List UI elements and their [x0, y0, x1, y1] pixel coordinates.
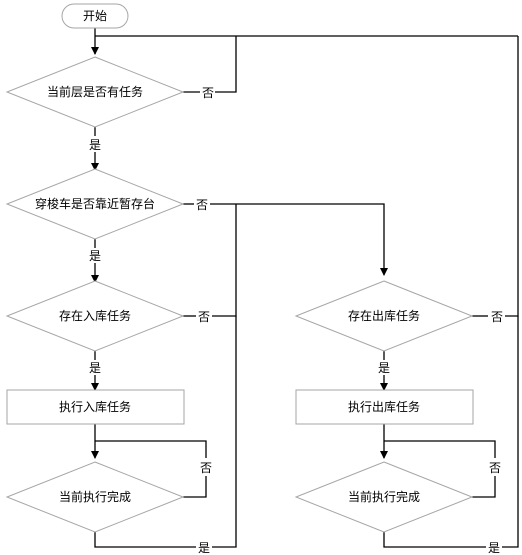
edge-d2-no-to-d5	[210, 203, 388, 276]
edge-d1-no-loop	[215, 36, 237, 93]
connectors	[91, 28, 519, 548]
edge-d4-no-loop-b	[95, 440, 207, 458]
shapes	[5, 3, 474, 533]
start-label: 开始	[83, 9, 107, 23]
decision-d3-shape	[5, 280, 185, 352]
label-d5-no: 否	[491, 310, 503, 324]
label-d6-yes: 是	[488, 541, 500, 555]
decision-d1-shape	[5, 56, 185, 128]
label-d2-no: 否	[196, 198, 208, 212]
label-d1-no: 否	[202, 86, 214, 100]
decision-d6-label: 当前执行完成	[348, 489, 420, 504]
edge-d4-yes	[94, 532, 196, 548]
label-d1-yes: 是	[89, 138, 101, 152]
decision-d2-label: 穿梭车是否靠近暂存台	[35, 196, 155, 211]
label-d6-no: 否	[489, 461, 501, 475]
label-d4-no: 否	[200, 461, 212, 475]
process-p1-label: 执行入库任务	[59, 399, 131, 414]
decision-d2-shape	[5, 168, 185, 240]
process-p2-label: 执行出库任务	[348, 399, 420, 414]
edge-d6-yes	[383, 532, 486, 548]
label-d4-yes: 是	[198, 541, 210, 555]
decision-d3-label: 存在入库任务	[59, 308, 131, 323]
decision-d4-shape	[5, 461, 185, 533]
process-p2-shape	[295, 389, 474, 425]
edge-d6-yes-join	[502, 316, 519, 548]
label-d5-yes: 是	[378, 361, 390, 375]
process-p1-shape	[6, 389, 185, 425]
edge-d6-no-loop-a	[472, 476, 496, 498]
label-d3-yes: 是	[89, 361, 101, 375]
decision-d5-label: 存在出库任务	[348, 308, 420, 323]
edge-d4-no-loop-a	[183, 476, 207, 498]
edge-d5-no-loop	[505, 36, 519, 317]
decision-d1-label: 当前层是否有任务	[47, 84, 143, 99]
edge-d6-no-loop-b	[384, 440, 496, 458]
edge-d3-no-join	[212, 204, 237, 317]
label-d3-no: 否	[198, 310, 210, 324]
edge-labels: 否 是 否 是 否 是 否 是 否 是 否 是	[89, 86, 503, 555]
start-terminal	[61, 3, 129, 29]
edge-d4-yes-join	[212, 316, 237, 548]
decision-d6-shape	[294, 461, 474, 533]
decision-d4-label: 当前执行完成	[59, 489, 131, 504]
node-labels: 开始 当前层是否有任务 穿梭车是否靠近暂存台 存在入库任务 执行入库任务 当前执…	[35, 9, 420, 504]
label-d2-yes: 是	[89, 249, 101, 263]
decision-d5-shape	[294, 280, 474, 352]
